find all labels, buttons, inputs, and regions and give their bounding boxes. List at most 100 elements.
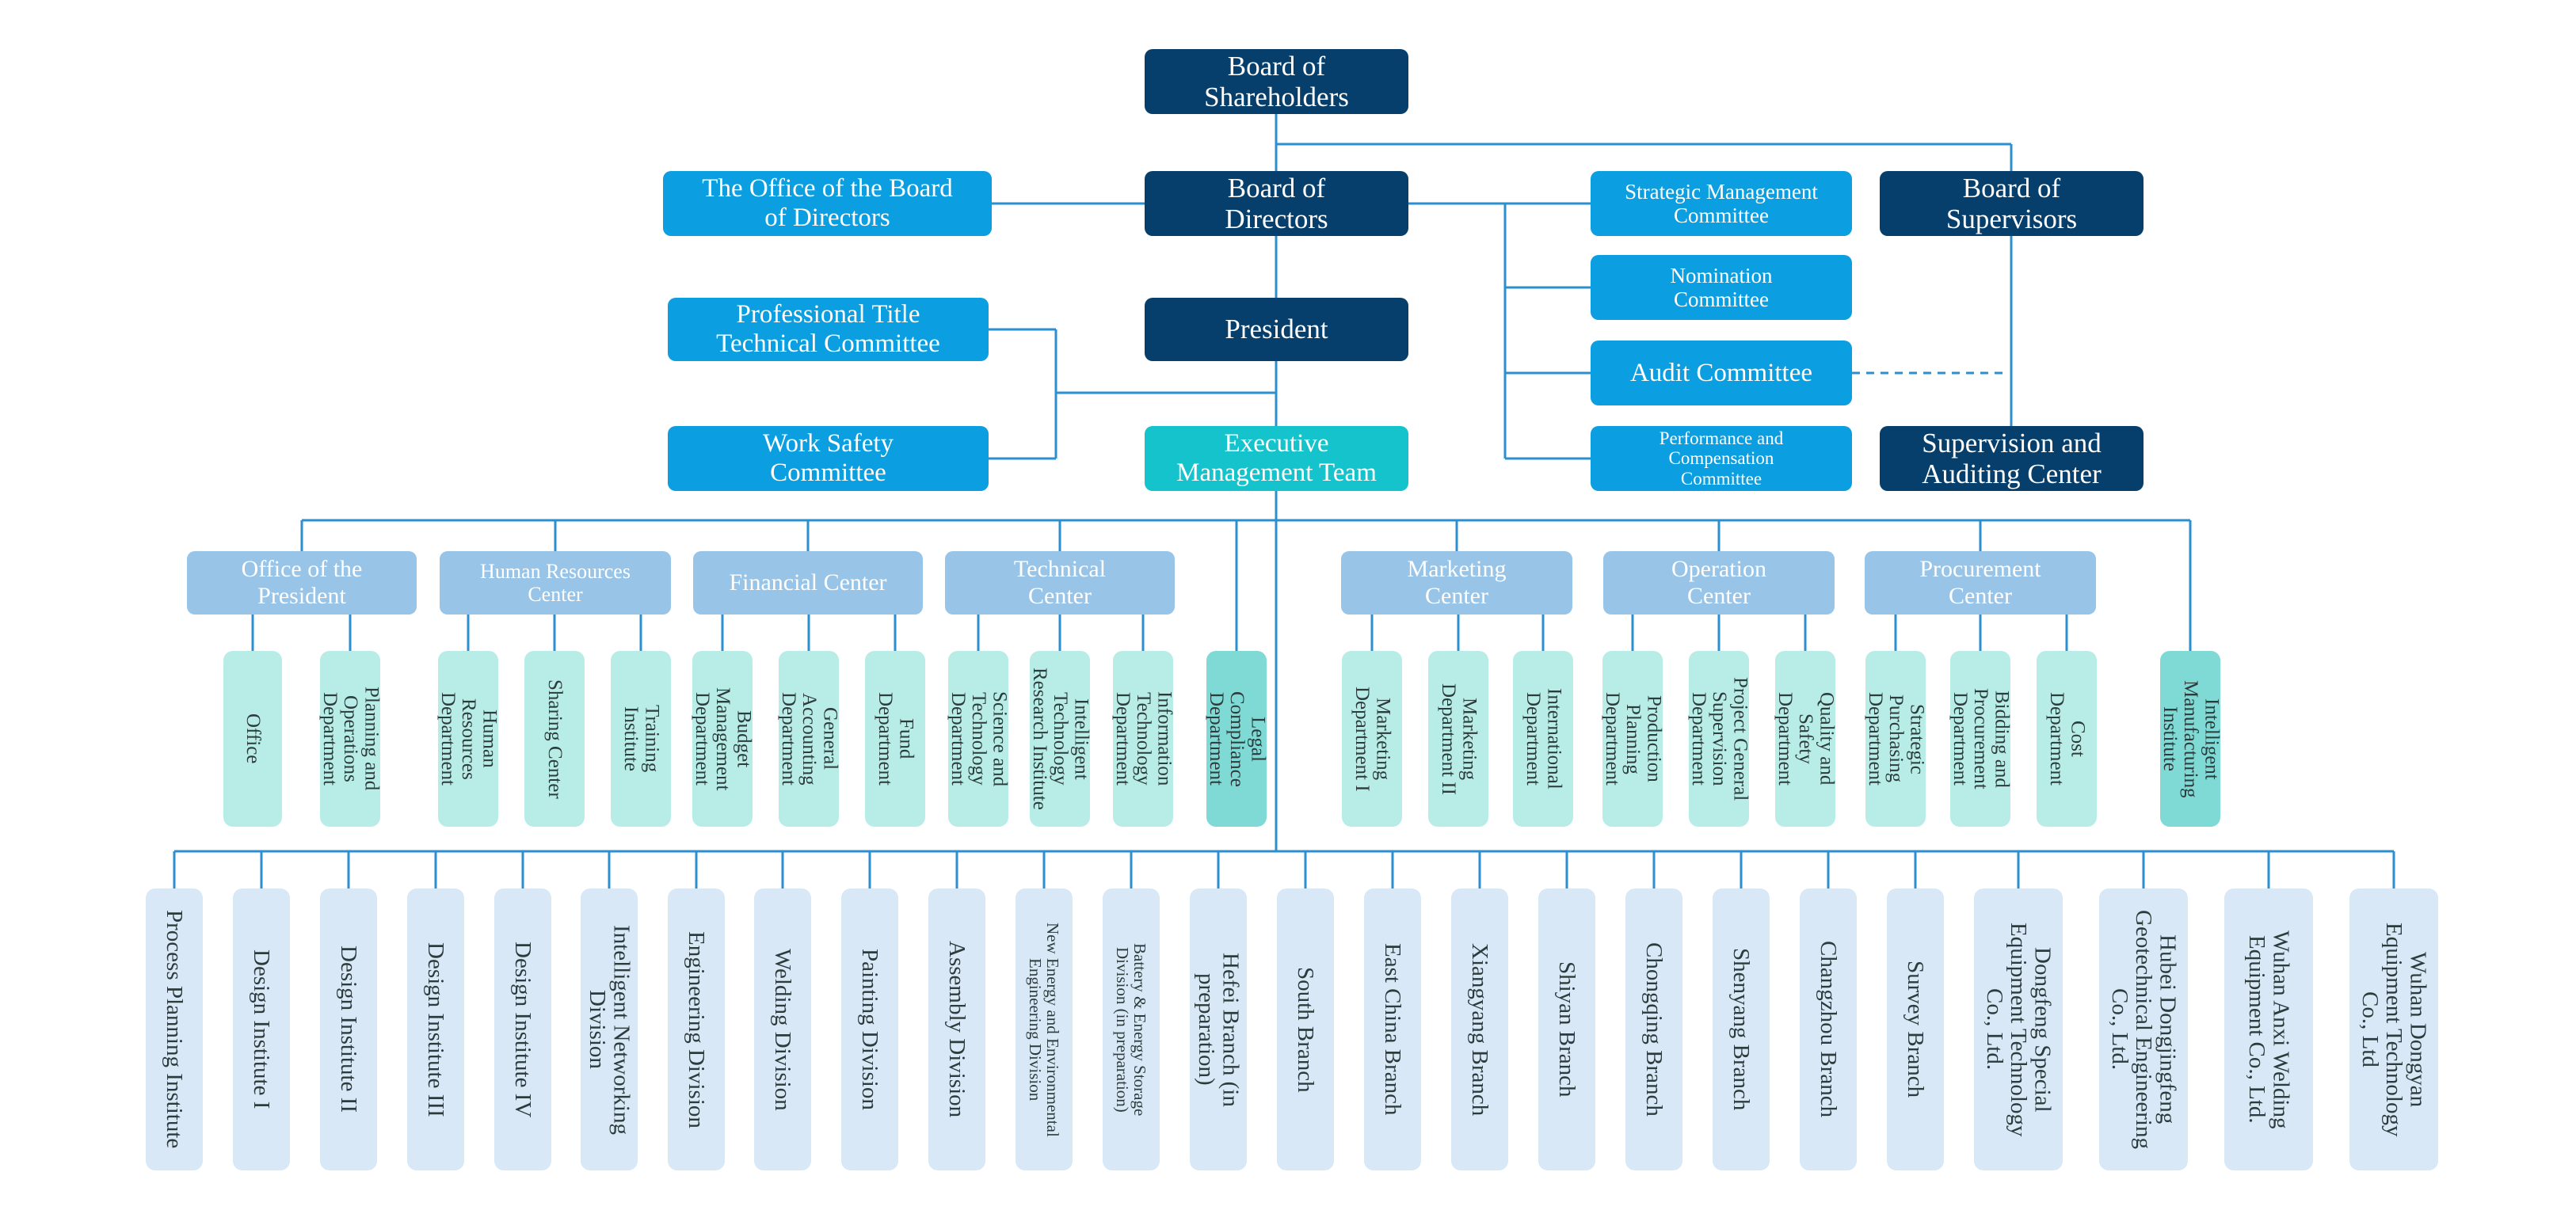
president: President xyxy=(1145,298,1408,361)
unit-engineering-division: Engineering Division xyxy=(668,888,725,1170)
center-label: Financial Center xyxy=(729,569,887,596)
dept-label: Cost Department xyxy=(2046,691,2089,786)
dept-training-institute: Training Institute xyxy=(611,651,671,827)
audit-committee-label: Audit Committee xyxy=(1629,358,1813,387)
unit-survey-branch: Survey Branch xyxy=(1887,888,1944,1170)
dept-cost: Cost Department xyxy=(2037,651,2097,827)
unit-hefei-branch: Hefei Branch (in preparation) xyxy=(1190,888,1247,1170)
dept-science-technology: Science and Technology Department xyxy=(947,651,1011,827)
dept-label: General Accounting Department xyxy=(777,691,841,786)
dept-label: Planning and Operations Department xyxy=(318,687,383,791)
center-label: Procurement Center xyxy=(1919,556,2041,609)
office-of-board-label: The Office of the Board of Directors xyxy=(702,174,953,232)
unit-changzhou-branch: Changzhou Branch xyxy=(1800,888,1857,1170)
dept-office: Office xyxy=(223,651,282,827)
dept-label: Science and Technology Department xyxy=(947,691,1011,787)
supervision-center-label: Supervision and Auditing Center xyxy=(1922,427,2102,489)
work-safety-label: Work Safety Committee xyxy=(762,429,894,487)
dept-label: Legal Compliance Department xyxy=(1205,691,1269,787)
center-label: Human Resources Center xyxy=(480,559,631,606)
dept-general-accounting: General Accounting Department xyxy=(777,651,841,827)
unit-shenyang-branch: Shenyang Branch xyxy=(1713,888,1770,1170)
unit-design-institute-1: Design Institute I xyxy=(233,888,290,1170)
center-technical: Technical Center xyxy=(945,551,1175,615)
unit-wuhan-anxi-welding: Wuhan Anxi Welding Equipment Co., Ltd. xyxy=(2224,888,2313,1170)
unit-label: South Branch xyxy=(1293,966,1319,1093)
unit-label: Wuhan Dongyan Equipment Technology Co., … xyxy=(2357,922,2431,1137)
dept-label: Intelligent Manufacturing Institute xyxy=(2159,679,2223,798)
dept-label: International Department xyxy=(1522,688,1565,790)
center-label: Technical Center xyxy=(1013,556,1107,609)
dept-legal-compliance: Legal Compliance Department xyxy=(1205,651,1269,827)
dept-label: Information Technology Department xyxy=(1111,691,1176,786)
unit-wuhan-dongyan: Wuhan Dongyan Equipment Technology Co., … xyxy=(2349,888,2438,1170)
dept-human-resources: Human Resources Department xyxy=(436,651,501,827)
dept-label: Bidding and Procurement Department xyxy=(1949,688,2013,790)
unit-label: Xiangyang Branch xyxy=(1467,942,1493,1117)
unit-battery-energy-storage: Battery & Energy Storage Division (in pr… xyxy=(1103,888,1160,1170)
unit-new-energy-division: New Energy and Environmental Engineering… xyxy=(1016,888,1073,1170)
center-office-of-president: Office of the President xyxy=(187,551,417,615)
strategic-committee-label: Strategic Management Committee xyxy=(1625,179,1818,227)
strategic-management-committee: Strategic Management Committee xyxy=(1591,171,1852,236)
unit-label: Design Institute IV xyxy=(510,941,536,1118)
dept-label: Office xyxy=(242,713,265,764)
board-of-shareholders: Board of Shareholders xyxy=(1145,49,1408,114)
executive-team-label: Executive Management Team xyxy=(1176,429,1377,487)
unit-welding-division: Welding Division xyxy=(754,888,811,1170)
dept-label: Production Planning Department xyxy=(1601,691,1665,786)
center-financial: Financial Center xyxy=(693,551,923,615)
performance-compensation-committee: Performance and Compensation Committee xyxy=(1591,426,1852,491)
dept-label: Intelligent Technology Research Institut… xyxy=(1028,668,1092,810)
dept-international: International Department xyxy=(1513,651,1573,827)
unit-east-china-branch: East China Branch xyxy=(1364,888,1421,1170)
center-marketing: Marketing Center xyxy=(1341,551,1572,615)
unit-assembly-division: Assembly Division xyxy=(928,888,985,1170)
unit-label: Hefei Branch (in preparation) xyxy=(1194,952,1244,1107)
center-label: Marketing Center xyxy=(1407,556,1507,609)
center-label: Operation Center xyxy=(1671,556,1766,609)
unit-label: Survey Branch xyxy=(1903,961,1929,1098)
office-of-board-of-directors: The Office of the Board of Directors xyxy=(663,171,992,236)
dept-intelligent-technology-research: Intelligent Technology Research Institut… xyxy=(1028,651,1092,827)
dept-information-technology: Information Technology Department xyxy=(1111,651,1176,827)
board-of-supervisors: Board of Supervisors xyxy=(1880,171,2143,236)
board-of-shareholders-label: Board of Shareholders xyxy=(1204,50,1349,112)
dept-label: Quality and Safety Department xyxy=(1774,691,1838,786)
performance-committee-label: Performance and Compensation Committee xyxy=(1659,428,1784,489)
unit-label: Hubei Dongjingfeng Geotechnical Engineer… xyxy=(2106,910,2181,1149)
president-label: President xyxy=(1225,314,1328,345)
dept-bidding-procurement: Bidding and Procurement Department xyxy=(1949,651,2013,827)
dept-intelligent-manufacturing: Intelligent Manufacturing Institute xyxy=(2159,651,2223,827)
executive-management-team: Executive Management Team xyxy=(1145,426,1408,491)
unit-xiangyang-branch: Xiangyang Branch xyxy=(1451,888,1508,1170)
unit-label: Wuhan Anxi Welding Equipment Co., Ltd. xyxy=(2244,930,2294,1129)
center-human-resources: Human Resources Center xyxy=(440,551,671,615)
unit-design-institute-2: Design Institute II xyxy=(320,888,377,1170)
dept-label: Budget Management Department xyxy=(691,687,755,791)
dept-label: Marketing Department I xyxy=(1351,686,1394,792)
unit-label: Assembly Division xyxy=(944,941,970,1118)
unit-dongfeng-special-equipment: Dongfeng Special Equipment Technology Co… xyxy=(1974,888,2063,1170)
unit-painting-division: Painting Division xyxy=(841,888,898,1170)
unit-label: Dongfeng Special Equipment Technology Co… xyxy=(1981,922,2056,1137)
dept-marketing-2: Marketing Department II xyxy=(1428,651,1488,827)
dept-fund: Fund Department xyxy=(865,651,925,827)
board-of-directors-label: Board of Directors xyxy=(1225,172,1328,234)
unit-label: Design Institute III xyxy=(423,942,449,1117)
dept-label: Project General Supervision Department xyxy=(1687,676,1751,801)
dept-marketing-1: Marketing Department I xyxy=(1342,651,1402,827)
dept-planning-operations: Planning and Operations Department xyxy=(318,651,383,827)
audit-committee: Audit Committee xyxy=(1591,341,1852,405)
unit-label: Intelligent Networking Division xyxy=(585,924,634,1135)
dept-label: Training Institute xyxy=(620,705,663,773)
dept-sharing-center: Sharing Center xyxy=(524,651,585,827)
board-of-supervisors-label: Board of Supervisors xyxy=(1945,172,2078,234)
dept-quality-safety: Quality and Safety Department xyxy=(1774,651,1838,827)
dept-budget-management: Budget Management Department xyxy=(691,651,755,827)
unit-chongqing-branch: Chongqing Branch xyxy=(1625,888,1682,1170)
dept-label: Human Resources Department xyxy=(436,691,501,786)
unit-design-institute-3: Design Institute III xyxy=(407,888,464,1170)
supervision-auditing-center: Supervision and Auditing Center xyxy=(1880,426,2143,491)
unit-label: Process Planning Institute xyxy=(162,910,188,1149)
